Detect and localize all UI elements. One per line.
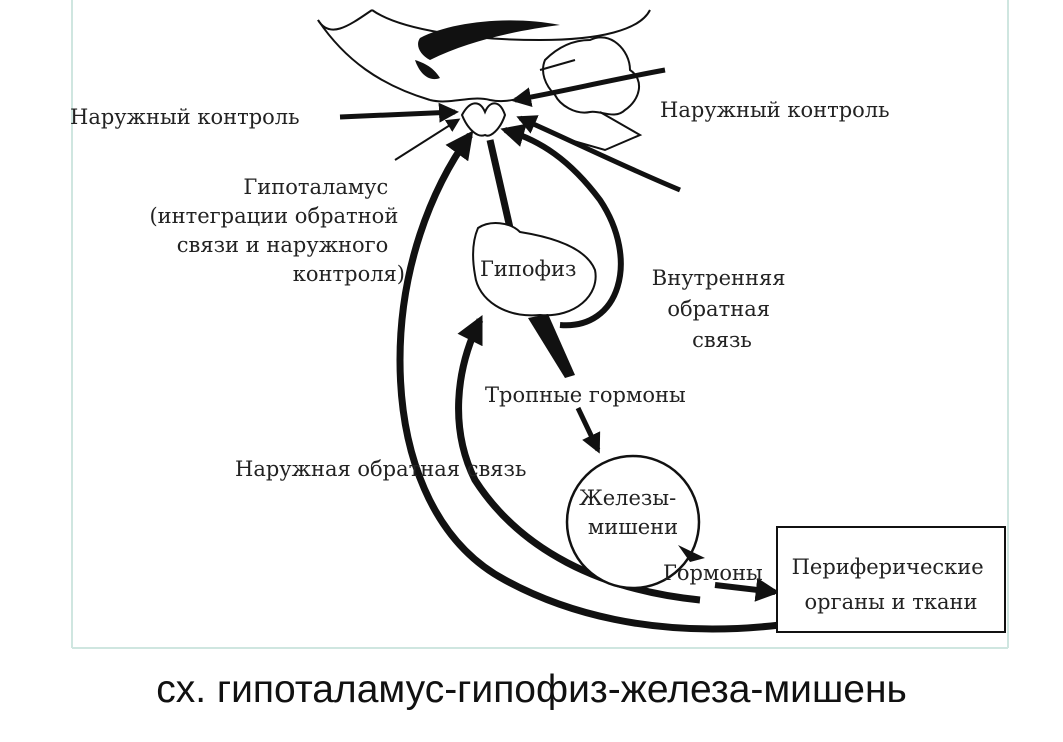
label-hypothalamus: Гипоталамус (интеграции обратной связи и… (149, 175, 405, 286)
label-external-control-right: Наружный контроль (660, 98, 890, 122)
hypothalamus-pointer-line (394, 118, 461, 161)
hypothalamus-shape (460, 102, 507, 137)
label-external-control-left: Наружный контроль (70, 105, 300, 129)
corpus-callosum-shape (418, 20, 560, 61)
internal-feedback-arrow (500, 123, 624, 329)
label-internal-feedback: Внутренняя обратная связь (652, 266, 792, 352)
label-tropic-hormones: Тропные гормоны (485, 383, 686, 407)
label-peripheral-organs: Периферические органы и ткани (792, 555, 991, 614)
external-control-right-arrow (511, 67, 666, 108)
brain-sketch (317, 9, 651, 152)
figure-caption: сх. гипоталамус-гипофиз-железа-мишень (156, 668, 907, 711)
external-control-right-arrow-2 (516, 115, 681, 193)
label-target-glands: Железы- мишени (579, 486, 683, 539)
external-feedback-outer-arc (396, 130, 781, 633)
label-hormones: Гормоны (663, 561, 763, 585)
fornix-shape (415, 60, 440, 80)
tropic-hormones-wedge (528, 314, 575, 378)
external-control-left-arrow (339, 102, 459, 123)
target-glands-circle (565, 454, 701, 590)
hormones-arrow (714, 577, 780, 602)
pituitary-shape (472, 222, 597, 317)
peripheral-organs-box (776, 526, 1006, 633)
tropic-hormones-arrow (575, 406, 601, 454)
hormones-wedge (678, 545, 705, 562)
label-external-feedback: Наружная обратная связь (235, 457, 526, 481)
label-pituitary: Гипофиз (480, 257, 576, 281)
